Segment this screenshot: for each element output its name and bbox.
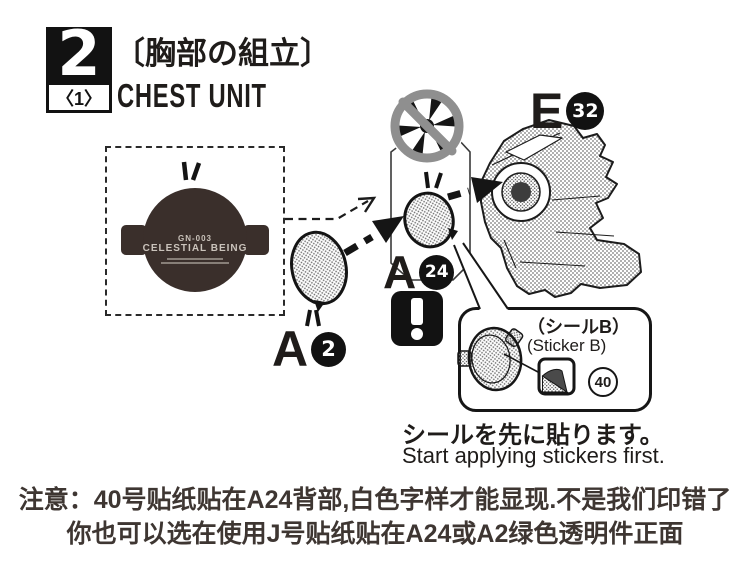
clear-part-a24: [403, 171, 458, 249]
sticker-number-badge: 40: [588, 367, 618, 397]
substep-badge: 〈1〉: [49, 85, 109, 110]
sticker-text-line1: GN-003: [177, 233, 212, 243]
assembly-title-english: CHEST UNIT: [117, 77, 267, 114]
sticker-peel-icon: [537, 357, 576, 396]
assembly-arrow-a24-to-e32: [447, 177, 503, 203]
instruction-japanese: シールを先に貼ります。: [402, 422, 664, 449]
part-number-badge: 24: [419, 254, 455, 290]
part-number-badge: 32: [566, 92, 605, 130]
sticker-fine-print: [167, 258, 223, 261]
hatch-right-tab: [243, 225, 269, 255]
step-number-badge: 2 〈1〉: [46, 23, 112, 113]
exclamation-bar: [411, 298, 423, 325]
runner-letter: E: [530, 83, 564, 139]
reference-dashed-arrow: [285, 196, 377, 221]
sticker-text-line2: CELESTIAL BEING: [142, 243, 248, 255]
callout-tail: [453, 242, 509, 311]
instruction-english: Start applying stickers first.: [402, 443, 665, 468]
assembly-title-japanese: 〔胸部の組立〕: [114, 36, 331, 71]
translated-notes: 注意：40号贴纸贴在A24背部,白色字样才能显现.不是我们印错了 你也可以选在使…: [0, 483, 750, 551]
gate-nub: [448, 228, 458, 240]
chest-hatch-with-sticker: GN-003 CELESTIAL BEING: [143, 188, 247, 292]
note-line-2: 你也可以选在使用J号贴纸贴在A24或A2绿色透明件正面: [66, 520, 684, 548]
part-label-a2: A 2: [272, 321, 347, 377]
runner-letter: A: [272, 321, 309, 377]
part-label-e32: E 32: [530, 83, 605, 139]
sticker-label-japanese: （シールB）: [527, 317, 630, 337]
warning-exclamation-icon: [391, 291, 443, 346]
clear-part-a2: [290, 230, 348, 327]
hatch-left-tab: [121, 225, 147, 255]
runner-letter: A: [383, 246, 417, 298]
snap-emphasis-mark: [424, 171, 430, 189]
part-number-badge: 2: [311, 331, 347, 367]
chest-frame-part-e32: [480, 119, 642, 298]
step-number: 2: [57, 17, 101, 90]
sticker-fine-print: [161, 262, 229, 265]
prohibition-icon: [389, 88, 465, 164]
note-line-1: 注意：40号贴纸贴在A24背部,白色字样才能显现.不是我们印错了: [18, 486, 732, 514]
snap-emphasis-mark: [434, 172, 443, 189]
sticker-label-english: (Sticker B): [527, 336, 607, 355]
gate-nub: [314, 300, 325, 312]
sticker-callout-bubble: （シールB） (Sticker B) 40: [458, 307, 652, 412]
exclamation-dot: [411, 328, 423, 340]
part-label-a24: A 24: [383, 246, 455, 298]
